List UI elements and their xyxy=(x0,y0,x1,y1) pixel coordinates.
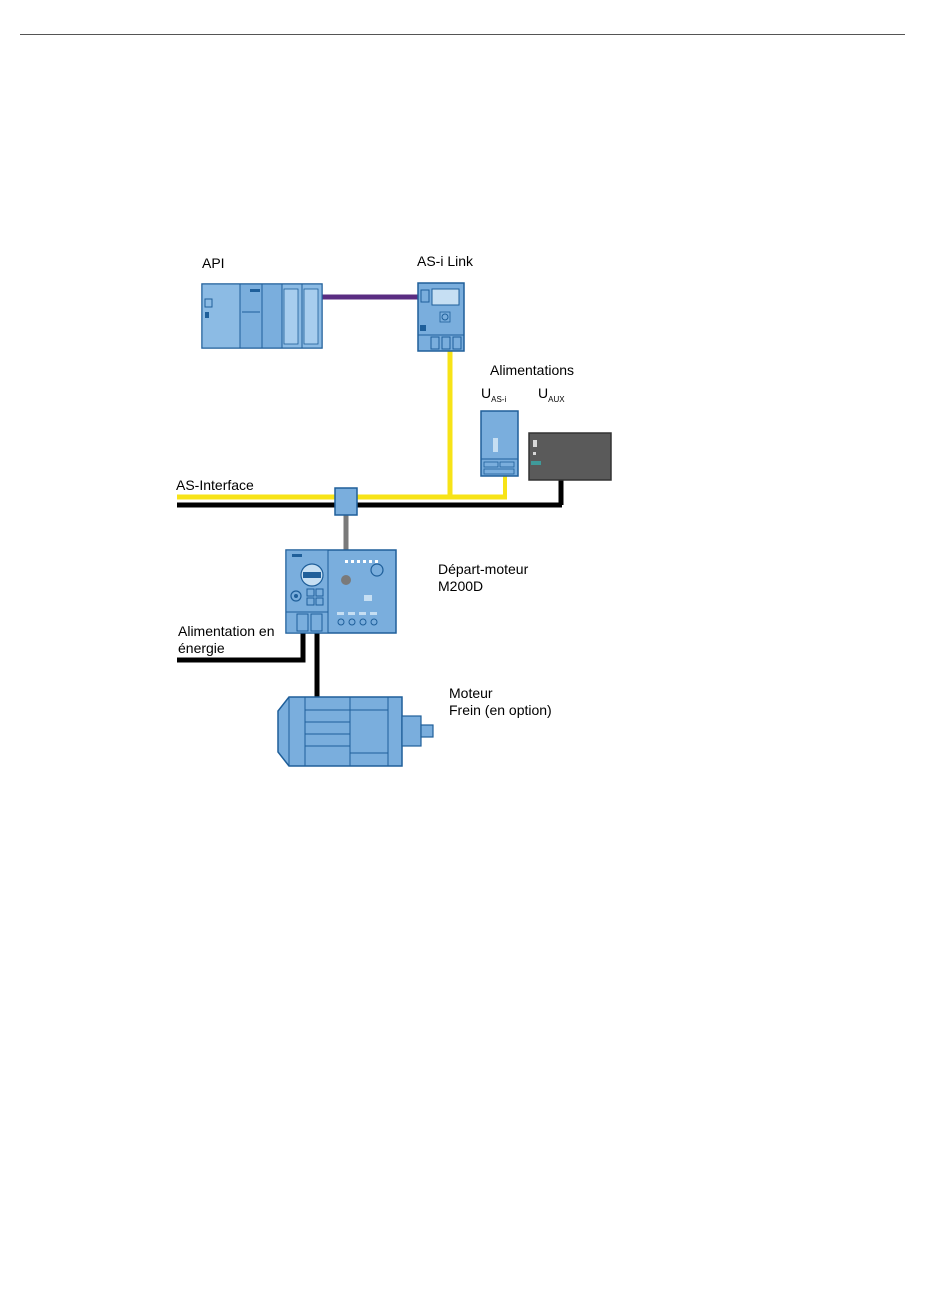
depart-moteur-label-line2: M200D xyxy=(438,578,483,595)
alimentations-label: Alimentations xyxy=(490,362,574,379)
asi-tap-module xyxy=(335,488,357,515)
plc-device xyxy=(202,284,322,348)
alimentation-label-line1: Alimentation en xyxy=(178,623,275,640)
depart-moteur-label-line1: Départ-moteur xyxy=(438,561,528,578)
psu-asi-device xyxy=(481,411,518,476)
moteur-label-line1: Moteur xyxy=(449,685,493,702)
moteur-label-line2: Frein (en option) xyxy=(449,702,552,719)
motor-starter-device xyxy=(286,550,396,633)
asi-link-label: AS-i Link xyxy=(417,253,473,270)
as-interface-label: AS-Interface xyxy=(176,477,254,494)
u-aux-subscript: AUX xyxy=(548,395,564,404)
u-aux-label: UAUX xyxy=(538,385,565,408)
psu-aux-device xyxy=(529,433,611,480)
u-aux-main: U xyxy=(538,385,548,401)
u-asi-label: UAS-i xyxy=(481,385,506,408)
alimentation-label-line2: énergie xyxy=(178,640,225,657)
api-label: API xyxy=(202,255,225,272)
u-asi-subscript: AS-i xyxy=(491,395,506,404)
motor-device xyxy=(278,697,433,766)
asi-link-device xyxy=(418,283,464,351)
u-asi-main: U xyxy=(481,385,491,401)
